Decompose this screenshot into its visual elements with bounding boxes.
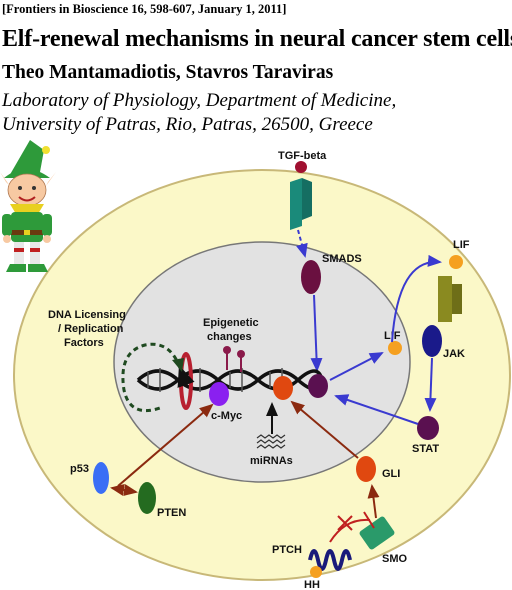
- ptch-receptor: [308, 549, 352, 571]
- lif-ligand-outer: [449, 255, 463, 269]
- cmyc-node: [209, 382, 229, 406]
- label-ptch: PTCH: [272, 544, 302, 556]
- p53-node: [93, 462, 109, 494]
- label-cmyc: c-Myc: [211, 410, 242, 422]
- label-jak: JAK: [443, 348, 465, 360]
- hh-ligand: [310, 566, 322, 578]
- nucleus: [113, 241, 411, 483]
- lif-ligand-inner: [388, 341, 402, 355]
- stat-target-node: [308, 374, 328, 398]
- smo-receptor: [359, 516, 395, 550]
- label-pten: PTEN: [157, 507, 186, 519]
- gli-target-node: [273, 376, 293, 400]
- label-dna-licensing-3: Factors: [64, 337, 104, 349]
- label-smo: SMO: [382, 553, 408, 565]
- jak-node: [422, 325, 442, 357]
- label-epigenetic-2: changes: [207, 331, 252, 343]
- affiliation-line-1: Laboratory of Physiology, Department of …: [2, 90, 397, 111]
- label-tgf-beta: TGF-beta: [278, 150, 327, 162]
- label-mirnas: miRNAs: [250, 455, 293, 467]
- authors: Theo Mantamadiotis, Stavros Taraviras: [2, 62, 334, 83]
- label-smads: SMADS: [322, 253, 362, 265]
- label-hh: HH: [304, 579, 320, 590]
- label-p53: p53: [70, 463, 89, 475]
- citation: [Frontiers in Bioscience 16, 598-607, Ja…: [2, 2, 287, 16]
- dna-helix: [136, 368, 324, 392]
- epigenetic-marks: [223, 346, 245, 372]
- elf-icon: [0, 140, 56, 272]
- page-title: Elf-renewal mechanisms in neural cancer …: [2, 26, 512, 52]
- mirna-squiggles: [256, 434, 286, 449]
- label-lif-outer: LIF: [453, 239, 470, 251]
- tgf-receptor: [290, 178, 312, 230]
- label-dna-licensing-1: DNA Licensing: [48, 309, 126, 321]
- stat-node: [417, 416, 439, 440]
- lif-receptor: [438, 276, 462, 322]
- label-stat: STAT: [412, 443, 439, 455]
- pten-node: [138, 482, 156, 514]
- ptch-smo-inhibition: [329, 511, 375, 543]
- label-epigenetic-1: Epigenetic: [203, 317, 259, 329]
- gli-node: [356, 456, 376, 482]
- affiliation-line-2: University of Patras, Rio, Patras, 26500…: [2, 114, 373, 135]
- label-dna-licensing-2: / Replication: [58, 323, 124, 335]
- tgf-beta-ligand: [295, 161, 307, 173]
- label-gli: GLI: [382, 468, 400, 480]
- smads-node: [301, 260, 321, 294]
